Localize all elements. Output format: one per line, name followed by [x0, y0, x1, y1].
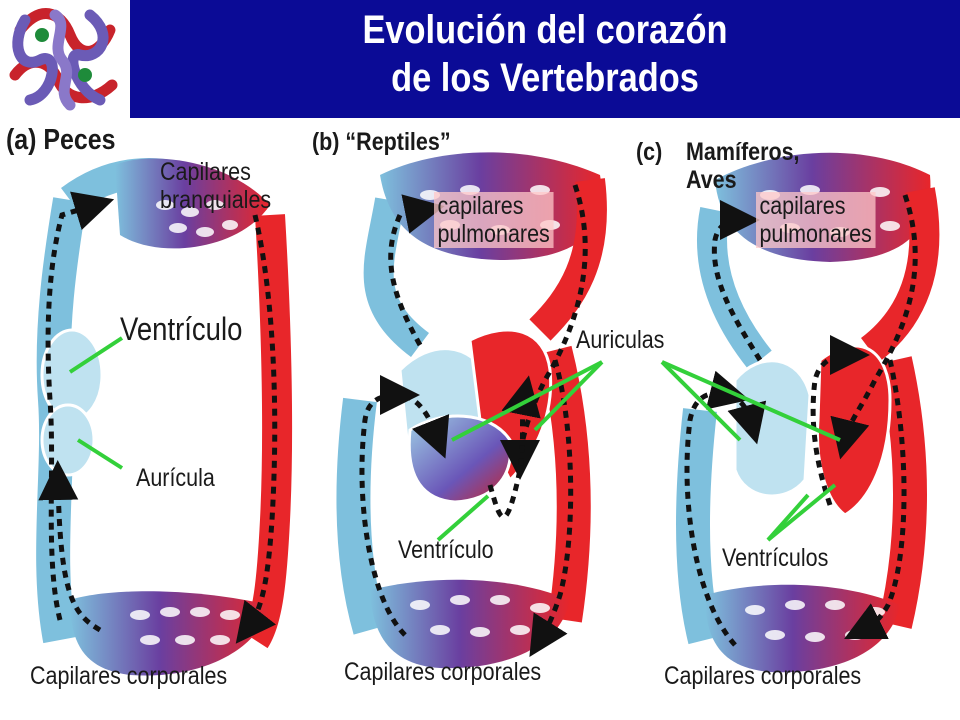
lung-capillaries-label-b: capilares pulmonares [434, 192, 554, 248]
hemoglobin-logo-icon [0, 0, 130, 118]
ventricles-label-c: Ventrículos [722, 544, 829, 572]
panel-a-heading: (a) Peces [6, 124, 116, 156]
lung-capillaries-b-line-2: pulmonares [437, 220, 550, 248]
pointer-ventricles-c-left [766, 483, 837, 542]
fish-circulation [36, 158, 293, 676]
mammal-body-capillary-bed [705, 584, 900, 673]
mammal-right-heart [733, 359, 812, 498]
pointer-ventricle-a [68, 336, 124, 374]
panel-c-heading: Mamíferos, Aves [686, 138, 800, 194]
panel-c-heading-line-2: Aves [686, 166, 737, 194]
panel-c-heading-prefix: (c) [636, 138, 663, 166]
panel-c-heading-line-1: Mamíferos, [686, 138, 800, 166]
page-title: Evolución del corazón de los Vertebrados [188, 6, 902, 102]
ventricle-label-b: Ventrículo [398, 536, 494, 564]
atria-label: Auriculas [576, 326, 665, 354]
gill-capillaries-line-1: Capilares [160, 158, 251, 186]
atrium-label-a: Aurícula [136, 464, 215, 492]
body-capillaries-label-a: Capilares corporales [30, 662, 228, 690]
body-capillaries-label-b: Capilares corporales [344, 658, 542, 686]
title-line-2: de los Vertebrados [391, 56, 699, 100]
pointer-ventricle-b [436, 494, 490, 542]
lung-capillaries-c-line-2: pulmonares [759, 220, 872, 248]
reptile-ventricle-chamber [407, 414, 513, 504]
lung-capillaries-c-line-1: capilares [759, 192, 846, 220]
fish-body-capillary-bed [70, 591, 270, 676]
gill-capillaries-label: Capilares branquiales [160, 158, 271, 214]
title-line-1: Evolución del corazón [362, 8, 728, 52]
panel-b-heading: (b) “Reptiles” [312, 128, 451, 156]
lung-capillaries-b-line-1: capilares [437, 192, 524, 220]
ventricle-label-a: Ventrículo [120, 311, 243, 347]
pointer-atrium-a [76, 438, 124, 470]
title-banner: Evolución del corazón de los Vertebrados [0, 0, 960, 118]
lung-capillaries-label-c: capilares pulmonares [756, 192, 876, 248]
reptile-body-capillary-bed [370, 579, 570, 669]
gill-capillaries-line-2: branquiales [160, 186, 272, 214]
atria-pointers [451, 360, 841, 442]
body-capillaries-label-c: Capilares corporales [664, 662, 862, 690]
